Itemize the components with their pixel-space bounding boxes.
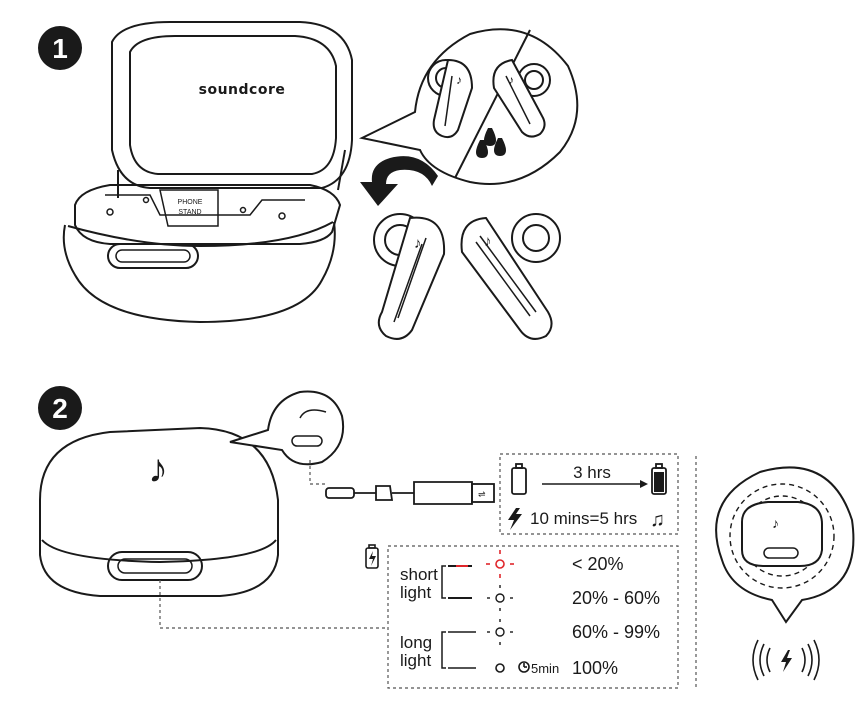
wireless-charging-callout <box>715 466 855 624</box>
case-logo-icon: ♪ <box>772 515 779 531</box>
phone-stand-plate <box>159 189 219 227</box>
earbud-pair <box>373 213 561 340</box>
case-base <box>62 221 336 324</box>
lightning-icon <box>508 508 522 530</box>
level-20-60: 20% - 60% <box>572 588 660 608</box>
level-under-20: < 20% <box>572 554 624 574</box>
led-light-icon <box>487 619 513 645</box>
timer-label: 5min <box>531 661 559 676</box>
bud-logo: ♪ <box>456 73 462 87</box>
leader-lines <box>159 460 388 629</box>
fast-charge-text: 10 mins=5 hrs <box>530 509 637 528</box>
zoom-callout-earbuds <box>358 28 579 185</box>
led-solid-icon <box>495 663 505 673</box>
case-lid <box>111 21 353 189</box>
step-2-number: 2 <box>52 393 68 424</box>
case-logo-icon: ♪ <box>148 447 168 491</box>
long-light-label-2: light <box>400 651 431 670</box>
step-2-badge: 2 <box>38 386 82 430</box>
step-badge-icon <box>38 386 82 430</box>
open-charging-case <box>62 21 353 324</box>
led-light-icon <box>487 585 513 611</box>
level-60-99: 60% - 99% <box>572 622 660 642</box>
lid-brand-logo: soundcore <box>199 82 286 98</box>
zoom-callout-port <box>229 390 344 466</box>
svg-text:⇌: ⇌ <box>478 489 486 499</box>
phone-stand-label-line2: STAND <box>178 209 201 216</box>
curved-arrow-icon <box>360 156 438 206</box>
case-body <box>39 426 279 597</box>
case-base-top <box>74 184 342 245</box>
battery-full-icon <box>651 463 667 495</box>
case-led-window <box>107 243 199 269</box>
earbud-icon <box>373 213 446 340</box>
long-light-label-1: long <box>400 633 432 652</box>
charge-duration: 3 hrs <box>573 463 611 482</box>
led-light-icon <box>486 550 514 578</box>
battery-charging-icon <box>365 544 379 569</box>
music-note-icon: ♫ <box>650 509 665 531</box>
case-lid-inner <box>129 35 337 175</box>
usb-cable-icon: ⇌ <box>325 481 495 505</box>
step-1-badge: 1 <box>38 26 82 70</box>
case-led-window <box>107 551 203 581</box>
divider-slash <box>454 29 531 179</box>
bud-logo: ♪ <box>414 235 422 252</box>
charging-info-box: ♫ <box>499 453 679 535</box>
step-badge-icon <box>38 26 82 70</box>
bud-logo: ♪ <box>508 73 514 87</box>
short-light-label-2: light <box>400 583 431 602</box>
bud-logo: ♪ <box>484 233 492 250</box>
earbud-icon <box>427 58 474 139</box>
short-light-label-1: short <box>400 565 438 584</box>
led-status-table <box>365 544 679 689</box>
level-100: 100% <box>572 658 618 678</box>
phone-stand-label-line1: PHONE <box>178 199 203 206</box>
earbud-icon <box>460 213 561 340</box>
water-drop-icon <box>476 128 506 158</box>
wireless-charging-icon <box>752 639 820 681</box>
timer-icon <box>518 661 530 673</box>
closed-charging-case <box>39 426 279 597</box>
step-1-number: 1 <box>52 33 68 64</box>
earbud-icon <box>492 58 551 138</box>
battery-empty-icon <box>511 463 527 495</box>
